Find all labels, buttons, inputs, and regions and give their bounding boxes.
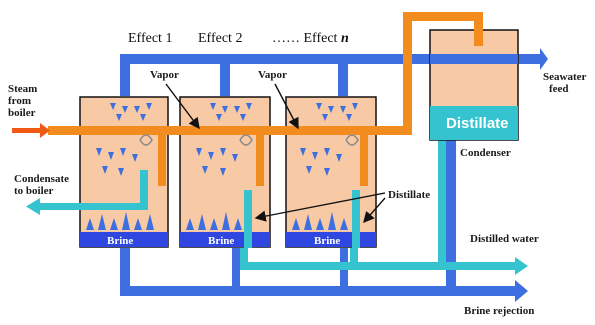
- seawater-label-line1: Seawater: [543, 71, 586, 83]
- condenser-label: Condenser: [460, 147, 511, 159]
- seawater-feed-pipes: [120, 48, 548, 96]
- distillate-label: Distillate: [388, 189, 430, 201]
- vapor-swirls: [139, 134, 359, 146]
- brine-label-2: Brine: [208, 235, 234, 247]
- condensate-label-line1: Condensate: [14, 173, 69, 185]
- brine-droplets: [86, 212, 348, 230]
- distilled-water-pipes: [240, 140, 528, 275]
- steam-label-line2: from: [8, 95, 31, 107]
- effect-2-header: Effect 2: [198, 31, 242, 46]
- condenser-distillate-pool: [430, 106, 518, 140]
- seawater-label-line2: feed: [549, 83, 569, 95]
- brine-rejection-label: Brine rejection: [464, 305, 534, 317]
- effect-n-header: …… Effect n: [272, 31, 349, 46]
- distilled-water-label: Distilled water: [470, 233, 539, 245]
- vapor-label-2: Vapor: [258, 69, 287, 81]
- brine-pool: [80, 232, 168, 247]
- effect-1-header: Effect 1: [128, 31, 172, 46]
- vapor-pipes: [48, 12, 483, 186]
- brine-label-1: Brine: [107, 235, 133, 247]
- condenser-distillate-label: Distillate: [446, 115, 509, 132]
- annotation-arrows: [165, 83, 386, 224]
- condensate-label-line2: to boiler: [14, 185, 54, 197]
- condensate-lines: [26, 170, 360, 248]
- brine-label-n: Brine: [314, 235, 340, 247]
- steam-label-line3: boiler: [8, 107, 36, 119]
- vapor-label-1: Vapor: [150, 69, 179, 81]
- condenser-vessel: [429, 29, 519, 141]
- steam-label-line1: Steam: [8, 83, 37, 95]
- spray-patterns: [96, 103, 358, 176]
- steam-inlet-arrow: [12, 123, 50, 138]
